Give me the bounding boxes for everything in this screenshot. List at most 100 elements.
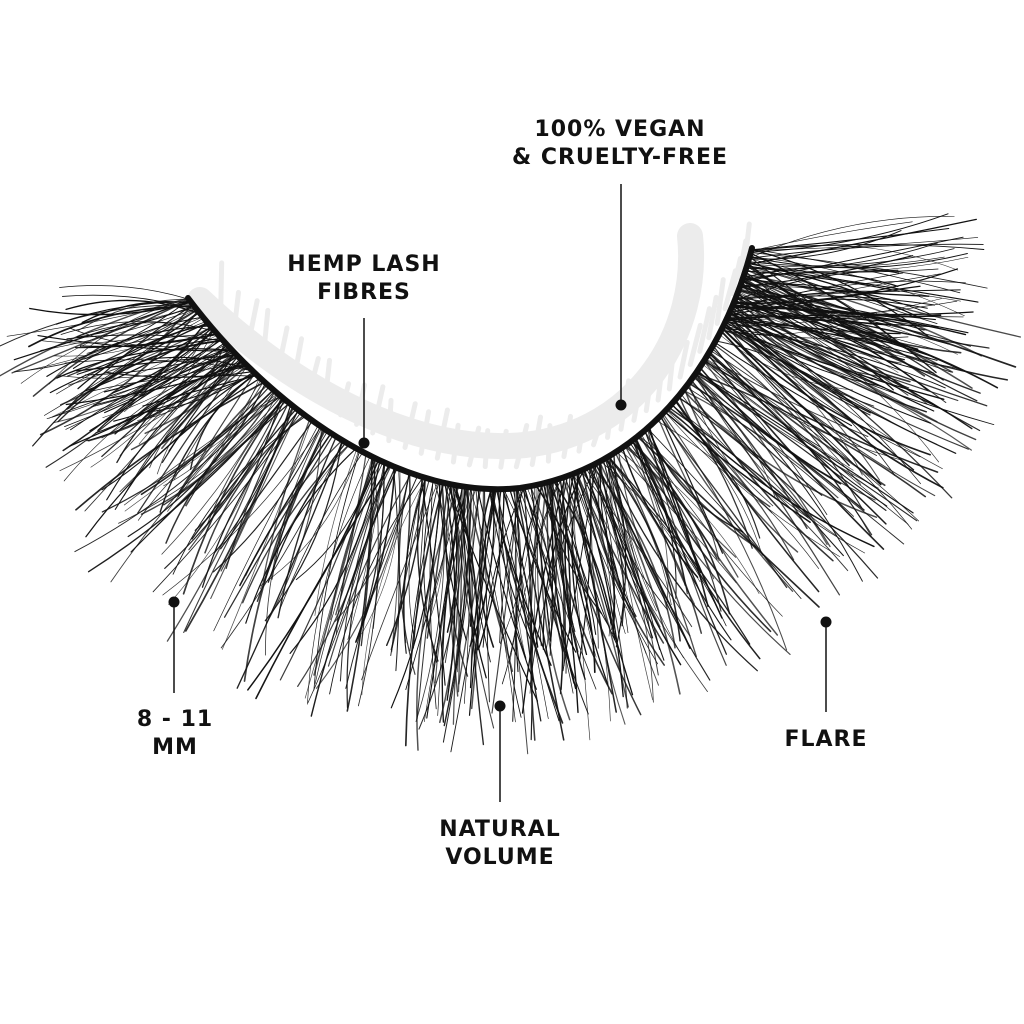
lash-fibre [295,457,376,581]
lash-fibre [727,315,915,471]
lash-fibre [307,455,371,705]
lash-fibre [621,446,699,578]
lash-fibre [32,303,194,447]
lash-fibre [469,488,496,689]
lash-fibre [279,451,364,611]
lash-fibre [607,455,751,645]
lash-fibre [509,488,577,653]
lash-fibre [729,311,943,470]
lash-fibre [689,381,776,499]
lash-fibre [85,377,262,538]
lash-fibre [636,435,820,608]
lash-fibre [682,389,878,518]
lash-fibre [747,256,945,268]
lash-fibre [164,398,286,569]
lash-fibre [746,257,969,272]
lash-shadow-fibre [261,307,271,358]
lash-fibre [408,477,427,634]
lash-fibre [749,253,968,269]
lash-fibre [735,296,972,347]
lash-fibre [739,285,891,300]
lash-fibre [51,361,244,418]
lash-fibre [624,445,760,595]
lash-fibre [236,439,344,689]
lash-fibre [703,360,821,448]
lash-shadow-fibre [714,277,726,326]
lash-fibre [178,372,256,493]
lash-fibre [409,481,440,652]
lash-fibre [29,301,192,316]
lash-fibre [184,405,295,632]
lash-fibre [640,433,783,617]
lash-fibre [122,355,239,428]
lash-fibre [750,221,913,252]
lash-fibre [597,461,682,666]
lash-fibre [390,478,430,657]
lash-fibre [357,456,379,707]
lash-fibre [87,353,237,442]
lash-shadow-fibre [482,428,491,470]
lash-fibre [87,397,284,573]
lash-shadow-band [187,223,704,459]
lash-fibre [463,486,471,704]
lash-fibre [56,320,207,395]
lash-fibre [600,460,727,627]
lash-fibre [130,341,226,451]
lash-shadow-fibre [306,356,321,396]
lash-fibre [731,307,936,321]
label-lash-length: 8 - 11 MM [115,706,235,762]
lash-fibre [438,481,467,641]
lash-fibre [729,310,948,412]
lash-fibre [40,308,197,351]
lash-fibre [201,409,300,588]
lash-fibre [740,282,892,326]
lash-shadow-fibre [545,423,553,464]
lash-fibre [413,477,426,649]
lash-fibre [725,319,881,387]
lash-shadow-fibre [513,423,530,470]
lash-fibre [727,314,938,361]
lash-fibre [496,488,529,755]
lash-fibre [398,472,416,675]
lash-fibre [605,457,758,672]
lash-fibre [562,462,597,672]
label-hemp-line2: FIBRES [317,280,411,305]
lash-fibre [66,339,224,410]
label-natural-volume: NATURAL VOLUME [395,816,605,872]
lash-shadow-fibre [291,336,305,384]
callout-dot-vegan [615,399,627,411]
lash-fibre [484,488,490,703]
lash-shadow-fibre [697,306,712,354]
label-volume-line1: NATURAL [439,817,561,842]
lash-fibre [647,426,709,608]
lash-fibre [501,488,522,685]
lash-fibre [693,374,841,596]
lash-fibre [119,353,236,457]
lash-fibres [0,213,1022,755]
lash-fibre [499,486,524,643]
lash-fibre [697,369,863,582]
lash-fibre [748,243,984,259]
lash-fibre [732,305,891,422]
lash-band [185,245,755,493]
label-flare-text: FLARE [784,727,868,752]
lash-fibre [259,444,350,590]
lash-fibre [75,354,238,372]
lash-fibre [660,414,724,554]
lash-fibre [565,476,591,741]
lash-fibre [220,440,345,649]
lash-fibre [221,419,312,650]
lash-fibre [722,325,945,400]
lash-fibre [734,300,964,318]
lash-fibre [666,408,761,539]
lash-fibre [83,326,212,393]
lash-fibre [735,296,905,361]
label-length-line2: MM [152,735,198,760]
lash-shadow-fibre [561,413,574,460]
lash-shadow-fibre [386,397,394,444]
lash-fibre [732,303,934,358]
lash-fibre [81,301,193,324]
lash-fibre [604,458,711,681]
lash-shadow-fibre [677,339,690,380]
lash-fibre [113,373,257,422]
